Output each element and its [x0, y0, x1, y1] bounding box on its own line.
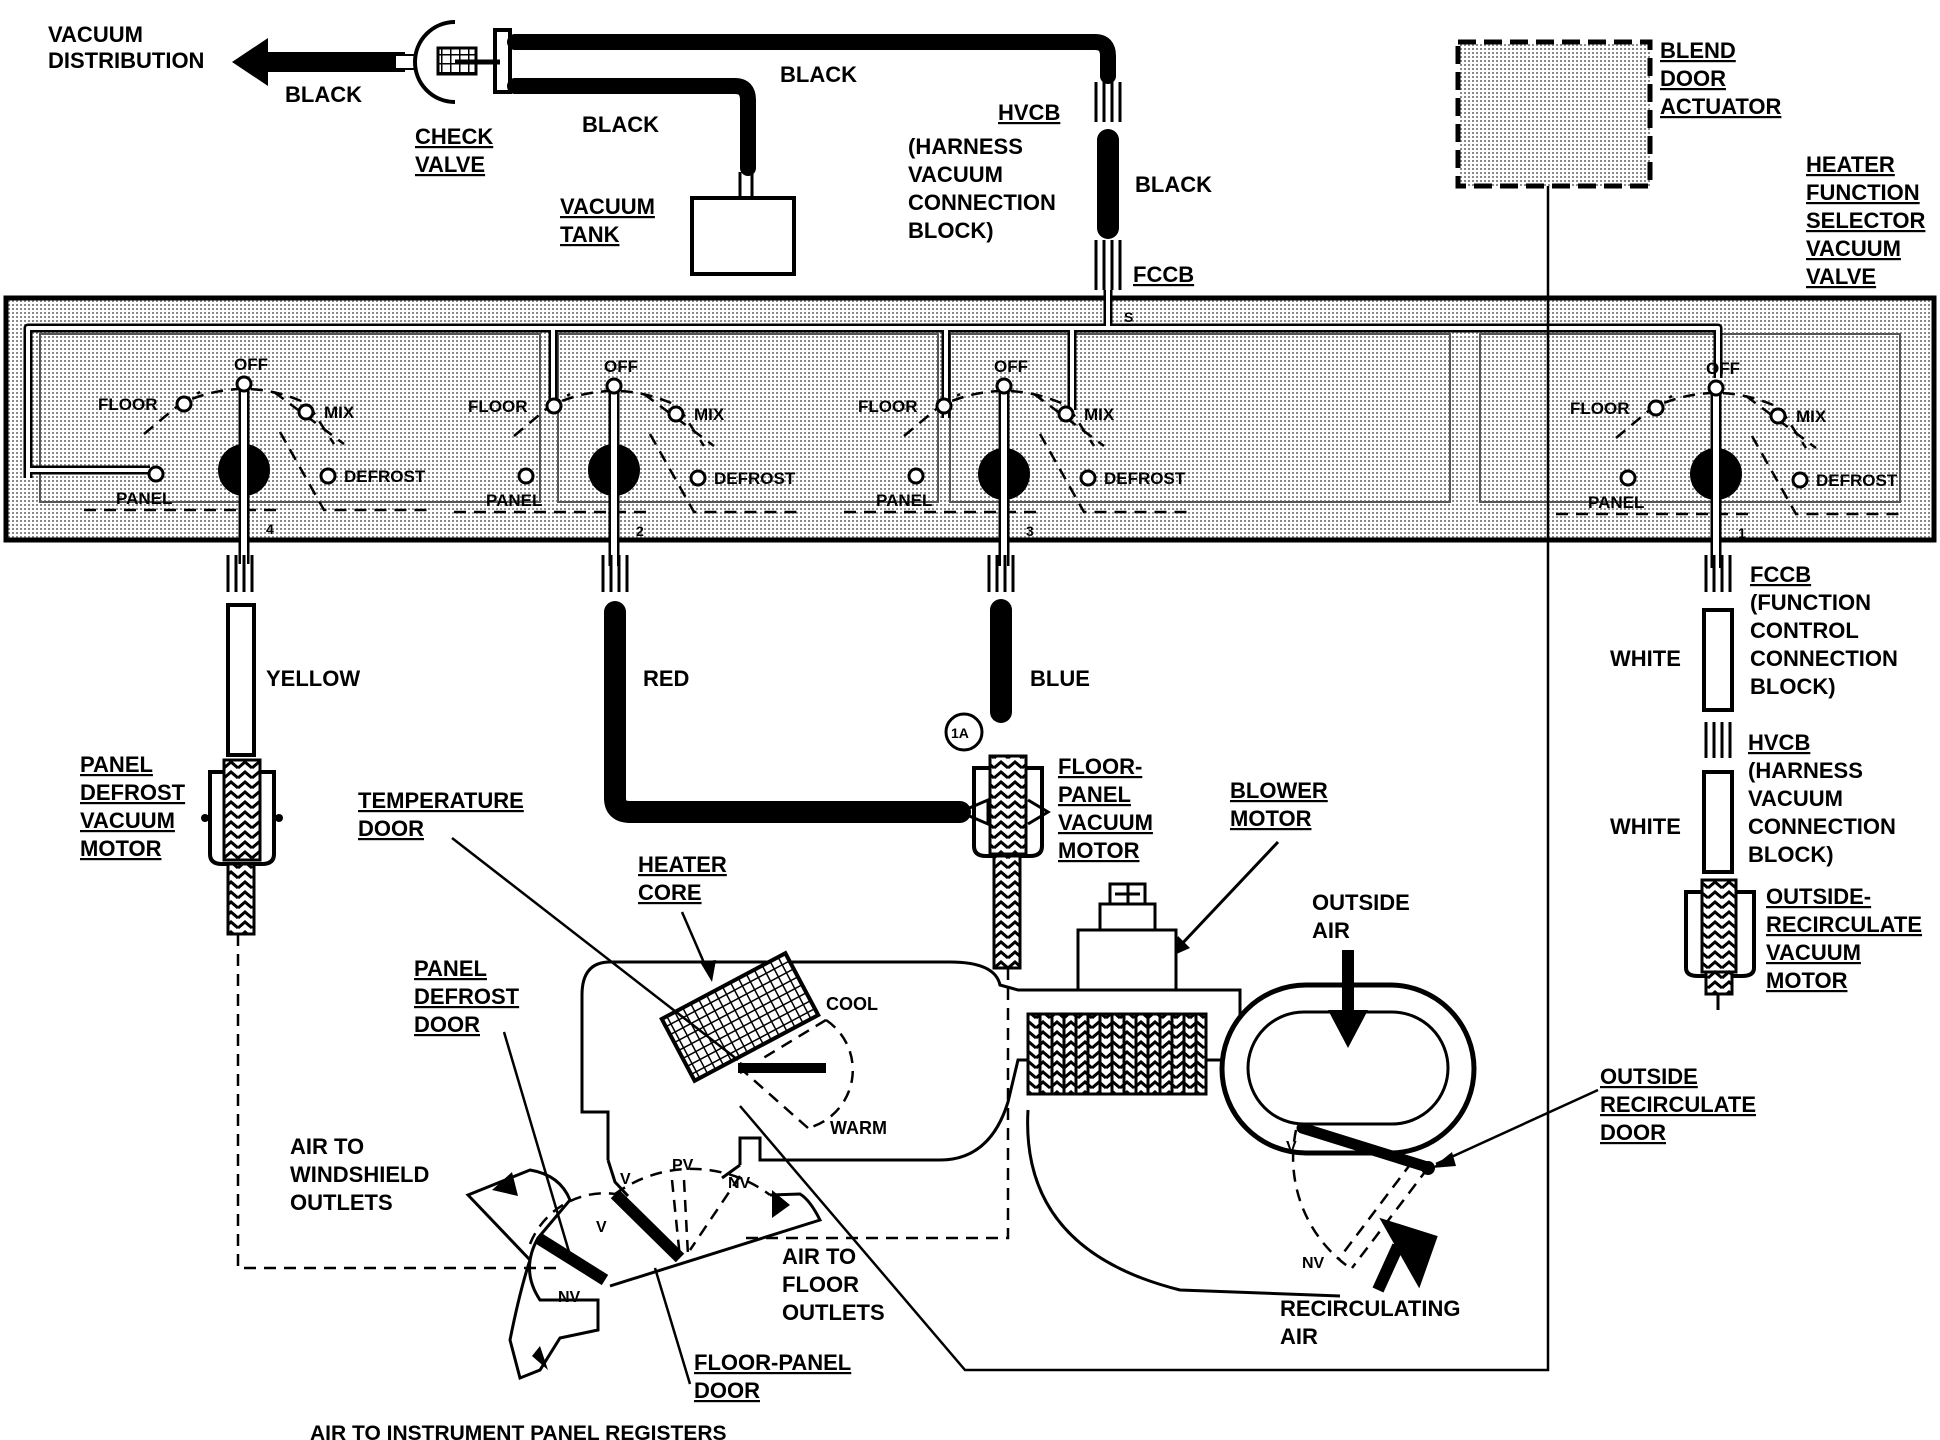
tag-1a [944, 712, 984, 752]
hose-red [601, 555, 971, 823]
fccb-top-label: FCCB [1133, 262, 1194, 287]
hose-yellow [226, 555, 256, 757]
switch-defrost-label: DEFROST [714, 469, 796, 488]
function-switch-1: OFF FLOOR MIX PANEL DEFROST 2 [454, 357, 800, 566]
switch-defrost-label: DEFROST [344, 467, 426, 486]
switch-floor-label: FLOOR [98, 395, 158, 414]
black-label-mid: BLACK [582, 112, 659, 137]
check-valve [413, 20, 512, 104]
switch-panel-label: PANEL [116, 489, 172, 508]
switch-mix-label: MIX [1796, 407, 1827, 426]
switch-defrost-label: DEFROST [1816, 471, 1898, 490]
panel-defrost-vacuum-motor [201, 758, 283, 936]
fccb-right-label: FCCB [1750, 562, 1811, 587]
switch-number: 2 [636, 523, 644, 539]
blend-door-actuator [1455, 39, 1653, 189]
function-switches: OFF FLOOR MIX PANEL DEFROST 4 OFF FLOOR MIX PANEL… [84, 355, 1902, 568]
switch-mix-label: MIX [694, 405, 725, 424]
hvcb-right-label: HVCB [1748, 730, 1810, 755]
switch-floor-label: FLOOR [858, 397, 918, 416]
cool-label: COOL [826, 994, 878, 1014]
black-label-right: BLACK [1135, 172, 1212, 197]
nv-recirc-label: NV [1302, 1255, 1325, 1272]
v-label-1: V [620, 1171, 631, 1188]
white-label-2: WHITE [1610, 814, 1681, 839]
vacuum-tank [690, 196, 796, 276]
air-instrument-label: AIR TO INSTRUMENT PANEL REGISTERS [310, 1422, 727, 1440]
floor-panel-vacuum-motor [956, 754, 1051, 970]
v-label-2: V [596, 1219, 607, 1236]
floor-panel-linkage [742, 968, 1010, 1240]
white-label-1: WHITE [1610, 646, 1681, 671]
panel-defrost-linkage [236, 934, 560, 1270]
switch-off-label: OFF [234, 355, 268, 374]
black-label-left: BLACK [285, 82, 362, 107]
switch-defrost-label: DEFROST [1104, 469, 1186, 488]
nv-label-2: NV [558, 1289, 581, 1306]
function-switch-3: OFF FLOOR MIX PANEL DEFROST 1 [1556, 359, 1902, 568]
switch-number: 3 [1026, 523, 1034, 539]
switch-number: 1 [1738, 525, 1746, 541]
switch-mix-label: MIX [324, 403, 355, 422]
function-switch-2: OFF FLOOR MIX PANEL DEFROST 3 [844, 357, 1190, 566]
hose-white [1702, 555, 1734, 874]
blue-label: BLUE [1030, 666, 1090, 691]
switch-off-label: OFF [604, 357, 638, 376]
switch-floor-label: FLOOR [1570, 399, 1630, 418]
selector-valve-panel: S OFF FLOOR MIX PANEL DEFROST 4 OFF FLOOR MIX PAN… [3, 290, 1937, 568]
warm-label: WARM [830, 1118, 887, 1138]
v-recirc-label: V [1286, 1139, 1297, 1156]
vacuum-source [232, 20, 1122, 290]
nv-label-1: NV [728, 1175, 751, 1192]
outside-recirc-vacuum-motor [1684, 878, 1756, 996]
switch-floor-label: FLOOR [468, 397, 528, 416]
red-label: RED [643, 666, 689, 691]
pv-label: PV [672, 1157, 694, 1174]
hose-blue: 1A [944, 555, 1015, 752]
svg-text:1A: 1A [951, 725, 969, 741]
heater-case [465, 882, 1477, 1381]
switch-off-label: OFF [994, 357, 1028, 376]
switch-off-label: OFF [1706, 359, 1740, 378]
black-label-top: BLACK [780, 62, 857, 87]
port-s-label: S [1124, 309, 1133, 325]
blower-motor-leader [1176, 840, 1280, 950]
vacuum-distribution-arrow [232, 38, 405, 86]
blend-door-cable [739, 186, 1550, 1372]
switch-panel-label: PANEL [1588, 493, 1644, 512]
switch-panel-label: PANEL [486, 491, 542, 510]
yellow-label: YELLOW [266, 666, 360, 691]
switch-panel-label: PANEL [876, 491, 932, 510]
function-switch-0: OFF FLOOR MIX PANEL DEFROST 4 [84, 355, 430, 564]
switch-mix-label: MIX [1084, 405, 1115, 424]
switch-number: 4 [266, 521, 274, 537]
hvcb-top-label: HVCB [998, 100, 1060, 125]
